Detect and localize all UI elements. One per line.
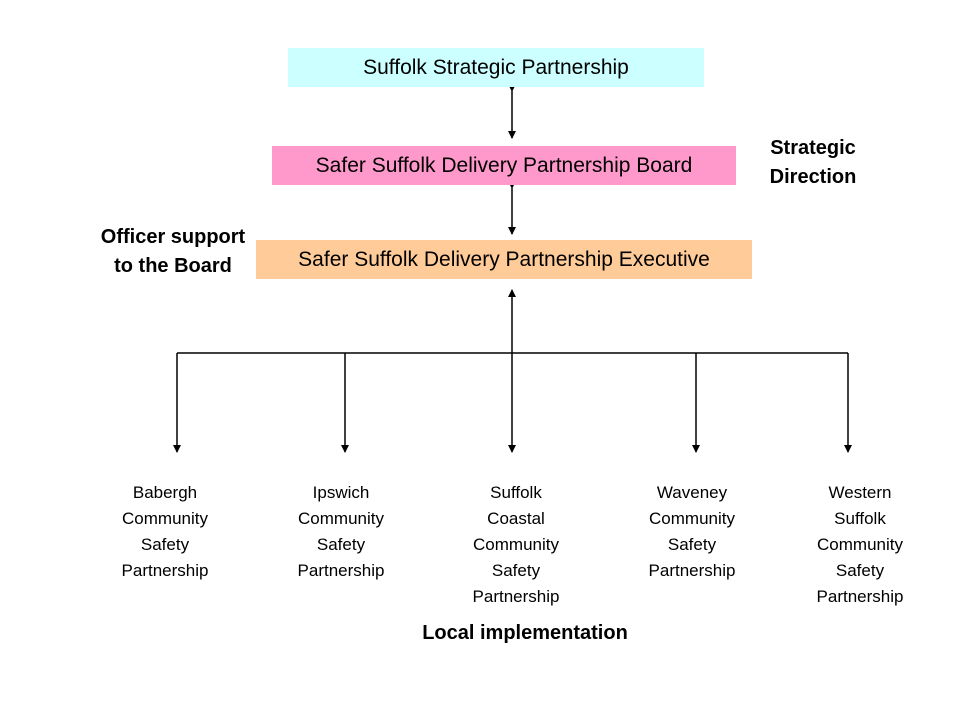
local-line: Suffolk [834,509,886,528]
local-line: Waveney [656,483,728,502]
local-line: Safety [140,535,190,554]
local-line: Community [122,509,208,528]
box-delivery-partnership-executive: Safer Suffolk Delivery Partnership Execu… [256,240,752,279]
local-line: Partnership [472,587,560,606]
local-line: Ipswich [312,483,370,502]
local-line: Safety [667,535,717,554]
local-partnership-babergh: Babergh Community Safety Partnership [90,480,240,584]
local-line: Western [828,483,892,502]
local-line: Safety [835,561,885,580]
local-line: Community [649,509,735,528]
local-line: Community [817,535,903,554]
local-line: Partnership [648,561,736,580]
local-line: Safety [316,535,366,554]
local-line: Community [473,535,559,554]
label-local-implementation: Local implementation [422,622,628,644]
local-partnership-waveney: Waveney Community Safety Partnership [617,480,767,584]
local-partnership-western-suffolk: Western Suffolk Community Safety Partner… [785,480,935,610]
label-officer-support: Officer support to the Board [100,226,246,277]
local-line: Suffolk [490,483,542,502]
local-line: Coastal [487,509,545,528]
local-line: Partnership [121,561,209,580]
local-partnership-suffolk-coastal: Suffolk Coastal Community Safety Partner… [441,480,591,610]
local-line: Partnership [816,587,904,606]
box-suffolk-strategic-partnership: Suffolk Strategic Partnership [288,48,704,87]
box-board-label: Safer Suffolk Delivery Partnership Board [315,153,693,177]
box-exec-label: Safer Suffolk Delivery Partnership Execu… [298,247,710,271]
local-line: Partnership [297,561,385,580]
local-line: Safety [491,561,541,580]
label-strategic-direction: Strategic Direction [769,137,857,188]
local-line: Babergh [132,483,198,502]
box-ssp-label: Suffolk Strategic Partnership [363,55,629,79]
local-line: Community [298,509,384,528]
local-partnership-ipswich: Ipswich Community Safety Partnership [266,480,416,584]
box-delivery-partnership-board: Safer Suffolk Delivery Partnership Board [272,146,736,185]
